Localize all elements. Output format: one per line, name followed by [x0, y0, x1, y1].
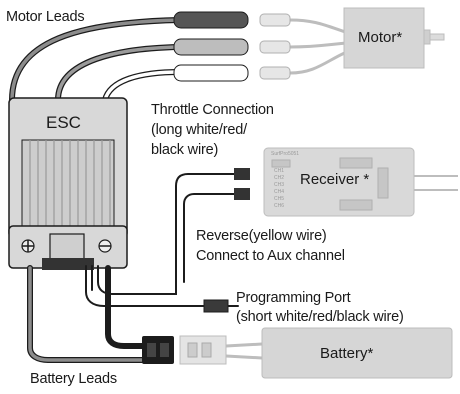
receiver-label: Receiver *	[300, 171, 370, 188]
motor-lead-connectors	[173, 11, 249, 82]
receiver-channel: CH6	[274, 203, 285, 209]
throttle-connection-label: Throttle Connection	[151, 102, 274, 118]
esc-body	[8, 97, 128, 270]
reverse-label-2: Connect to Aux channel	[196, 248, 345, 264]
receiver-channel: CH4	[274, 189, 285, 195]
receiver-channel: CH5	[274, 196, 285, 202]
battery-label: Battery*	[320, 345, 374, 362]
battery	[261, 327, 453, 379]
motor-leads-label: Motor Leads	[6, 9, 85, 25]
receiver-model-text: SurfPro5051	[271, 151, 300, 157]
motor-label: Motor*	[358, 29, 403, 46]
motor	[343, 7, 445, 69]
receiver	[263, 147, 458, 217]
receiver-channel: CH3	[274, 182, 285, 188]
receiver-channel: CH2	[274, 175, 285, 181]
esc-screw-icon	[21, 239, 35, 253]
battery-lead-wires	[27, 265, 153, 363]
battery-leads-label: Battery Leads	[30, 371, 117, 387]
throttle-connector	[234, 168, 250, 200]
receiver-channel: CH1	[274, 168, 285, 174]
motor-lead-wires	[9, 17, 183, 103]
esc-switch-icon	[98, 239, 112, 253]
throttle-connection-label-2: (long white/red/	[151, 122, 247, 138]
programming-port-label: Programming Port	[236, 290, 351, 306]
throttle-connection-label-3: black wire)	[151, 142, 219, 158]
reverse-label: Reverse(yellow wire)	[196, 228, 327, 244]
battery-connector	[179, 335, 263, 365]
esc-label: ESC	[46, 113, 81, 132]
programming-port-label-2: (short white/red/black wire)	[236, 309, 404, 325]
receiver-channel-list: CH1 CH2 CH3 CH4 CH5 CH6	[274, 168, 284, 210]
signal-wires	[85, 173, 239, 307]
programming-port-connector	[203, 299, 229, 313]
battery-lead-connector	[142, 336, 174, 364]
